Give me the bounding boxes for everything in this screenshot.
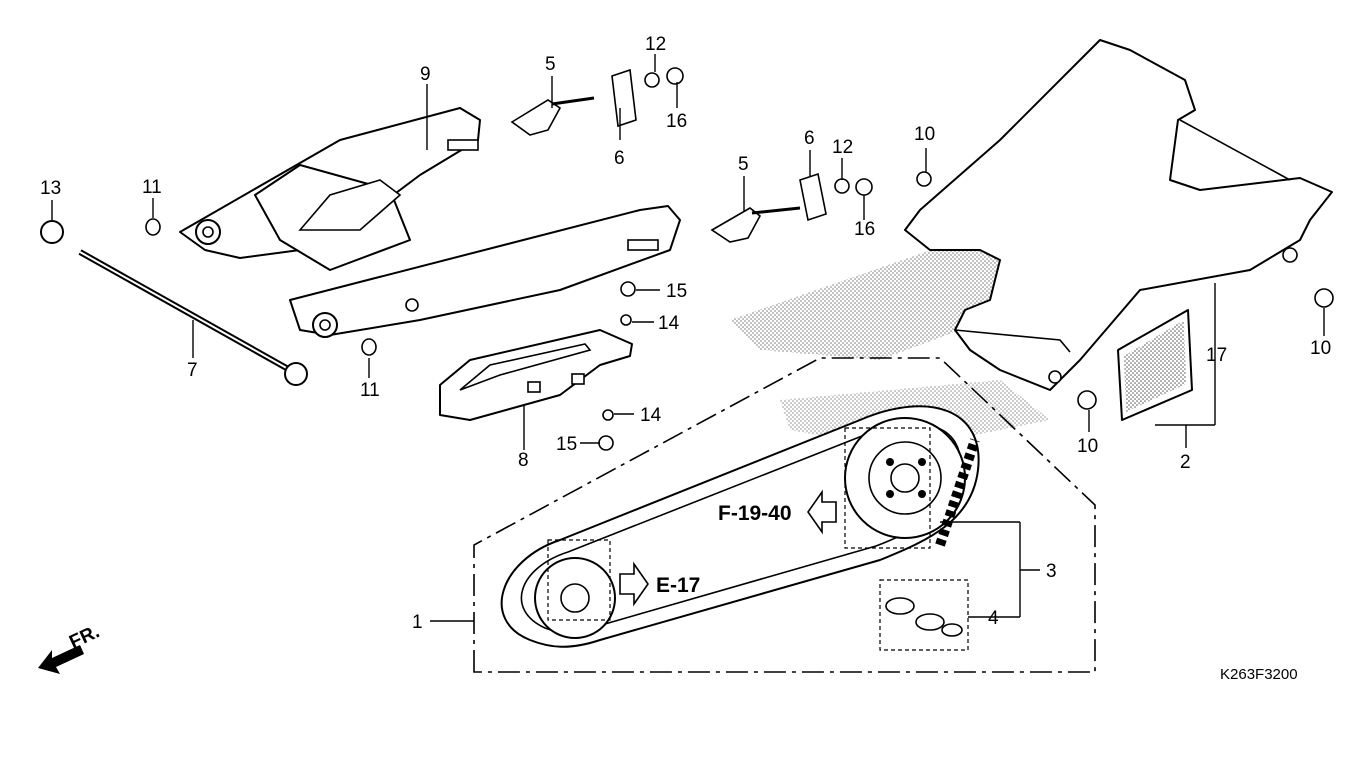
chain-outline — [473, 357, 1096, 673]
callout-1: 1 — [412, 612, 423, 633]
nut-13 — [40, 220, 64, 244]
callout-5-bottom: 5 — [738, 154, 749, 175]
fasteners-14-15 — [598, 281, 636, 451]
bolt-10-right — [1314, 288, 1334, 308]
callout-10-bottom: 10 — [1077, 436, 1098, 457]
bolt-10-top — [916, 171, 932, 187]
arrow-f-19-40 — [807, 489, 837, 535]
washer-11-bottom — [361, 338, 377, 356]
adjuster-group-bottom — [710, 172, 873, 243]
swingarm — [179, 107, 681, 338]
master-link-kit — [879, 579, 969, 651]
rear-fender — [904, 39, 1333, 391]
chain-links — [935, 438, 980, 547]
callout-7: 7 — [187, 360, 198, 381]
callout-16-top: 16 — [666, 111, 687, 132]
bolt-10-bottom — [1077, 390, 1097, 410]
callout-6-top: 6 — [614, 148, 625, 169]
callout-13: 13 — [40, 178, 61, 199]
diagram-code: K263F3200 — [1220, 666, 1298, 683]
pivot-bolt — [78, 249, 308, 386]
callout-17: 17 — [1206, 345, 1227, 366]
rear-sprocket — [844, 417, 966, 549]
callout-12-top: 12 — [645, 34, 666, 55]
washer-11-top — [145, 218, 161, 236]
callout-numbers: 1 2 3 4 5 5 6 6 7 8 9 10 10 10 11 11 12 … — [40, 34, 1331, 633]
leader-lines — [51, 54, 1325, 622]
callout-15-bottom: 15 — [556, 434, 577, 455]
callout-9: 9 — [420, 64, 431, 85]
callout-11-top: 11 — [142, 177, 162, 198]
front-arrow-icon — [38, 645, 84, 674]
callout-8: 8 — [518, 450, 529, 471]
arrow-e-17 — [619, 561, 649, 607]
adjuster-group-top — [510, 67, 684, 136]
front-label: FR. — [66, 621, 103, 653]
callout-12-bottom: 12 — [832, 137, 853, 158]
caution-label — [1117, 309, 1193, 421]
callout-2: 2 — [1180, 452, 1191, 473]
callout-11-bottom: 11 — [360, 380, 380, 401]
ref-drive-sprocket: E-17 — [656, 574, 700, 597]
callout-6-bottom: 6 — [804, 128, 815, 149]
drive-sprocket — [534, 539, 616, 639]
callout-4: 4 — [988, 608, 999, 629]
callout-5-top: 5 — [545, 54, 556, 75]
callout-10-top: 10 — [914, 124, 935, 145]
callout-14-top: 14 — [658, 313, 680, 334]
callout-16-bottom: 16 — [854, 219, 875, 240]
ref-rear-sprocket: F-19-40 — [718, 502, 792, 525]
chain-slider — [439, 329, 633, 421]
callout-3: 3 — [1046, 561, 1057, 582]
callout-15-top: 15 — [666, 281, 687, 302]
callout-14-bottom: 14 — [640, 405, 662, 426]
callout-10-right: 10 — [1310, 338, 1331, 359]
